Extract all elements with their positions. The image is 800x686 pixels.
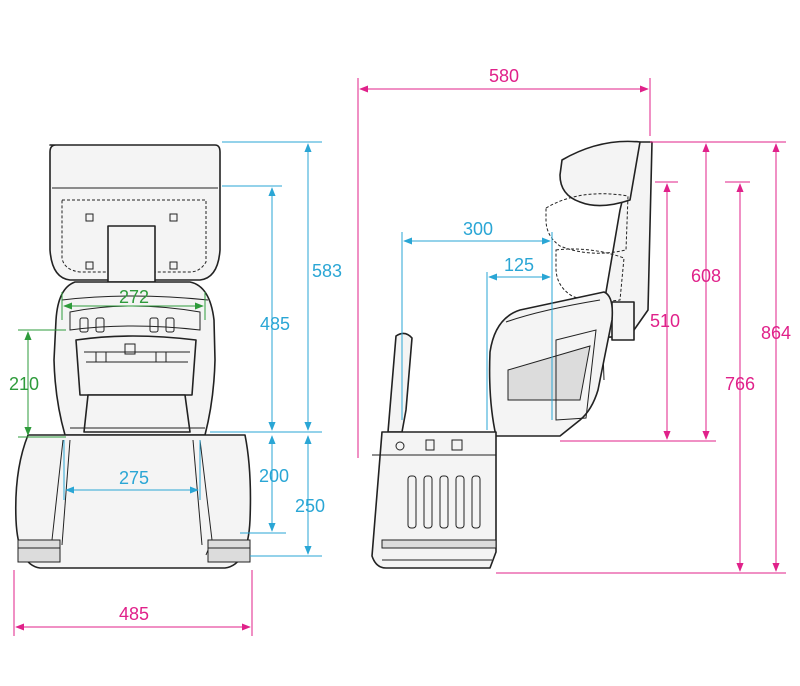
side-base-rail [381,539,497,549]
side-backrest-shell [559,140,641,207]
shoulder-curve [61,295,209,301]
dim-label-210: 210 [9,374,39,394]
dim-label-864: 864 [761,323,791,343]
side-seat-rail [555,329,597,421]
inner-back [75,335,197,396]
dim-label-608: 608 [691,266,721,286]
dim-label-485-vertical: 485 [260,314,290,334]
dim-label-200: 200 [259,466,289,486]
dim-label-580: 580 [489,66,519,86]
headrest-slot-left [85,213,94,222]
dim-label-125: 125 [504,255,534,275]
dim-label-583: 583 [312,261,342,281]
neck-connector [107,225,156,283]
dim-label-272: 272 [119,287,149,307]
front-view-dimensions: 583 485 272 210 275 200 250 485 [9,141,342,636]
harness-slots [79,317,175,333]
headrest-slot-left-low [85,261,94,270]
side-base [371,431,497,569]
side-view-seat [371,140,653,569]
side-base-box-1 [425,439,435,451]
dim-label-485-horizontal: 485 [119,604,149,624]
foot-left [17,539,61,563]
headrest-slot-right-low [169,261,178,270]
inner-back-slots [95,343,167,363]
side-base-bolt [395,441,405,451]
base-shell [14,434,252,569]
side-seat-edge [505,299,601,323]
side-seat-pad [507,345,591,401]
side-front-guard [387,332,413,433]
dim-label-510: 510 [650,311,680,331]
foot-right [207,539,251,563]
headrest-inner [61,199,207,273]
side-shoulder-wing [545,193,629,254]
dim-label-300: 300 [463,219,493,239]
seat-plate [83,394,191,433]
headrest-slot-right [169,213,178,222]
dim-label-766: 766 [725,374,755,394]
dim-label-275: 275 [119,468,149,488]
side-base-slots [407,475,481,529]
dim-label-250: 250 [295,496,325,516]
front-view-seat [14,144,252,569]
side-hinge [611,301,635,341]
side-base-box-2 [451,439,463,451]
side-view-dimensions: 580 300 125 510 608 766 864 [357,66,791,574]
